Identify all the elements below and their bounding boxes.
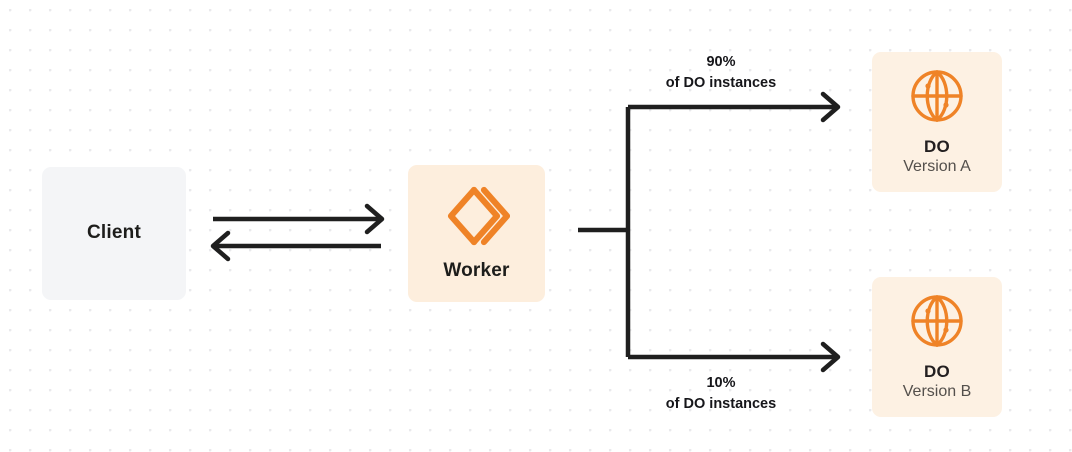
node-client-label: Client [87,222,141,244]
edge-client-to-worker [213,203,385,235]
node-do-a-label: DO [923,136,951,156]
globe-icon [909,293,965,349]
edge-label-top-description: of DO instances [665,75,777,92]
edge-label-bottom-description: of DO instances [665,396,777,413]
cloudflare-workers-icon [444,185,510,247]
node-do-b-version: Version B [902,383,972,401]
edge-label-top: 90% of DO instances [628,52,814,94]
node-worker[interactable]: Worker [408,165,545,302]
edge-label-bottom-percent: 10% [706,375,736,391]
node-worker-label: Worker [443,260,510,282]
node-client[interactable]: Client [42,167,186,300]
edge-worker-split-rail [578,107,631,357]
node-do-b-label: DO [923,361,951,381]
edge-worker-to-client [210,230,381,262]
edge-label-bottom: 10% of DO instances [628,373,814,415]
edge-split-to-do-a [628,91,841,123]
edge-split-to-do-b [628,341,841,373]
node-do-version-b[interactable]: DO Version B [872,277,1002,417]
node-do-version-a[interactable]: DO Version A [872,52,1002,192]
globe-icon [909,68,965,124]
edge-label-top-percent: 90% [706,54,736,70]
node-do-a-version: Version A [903,158,971,176]
